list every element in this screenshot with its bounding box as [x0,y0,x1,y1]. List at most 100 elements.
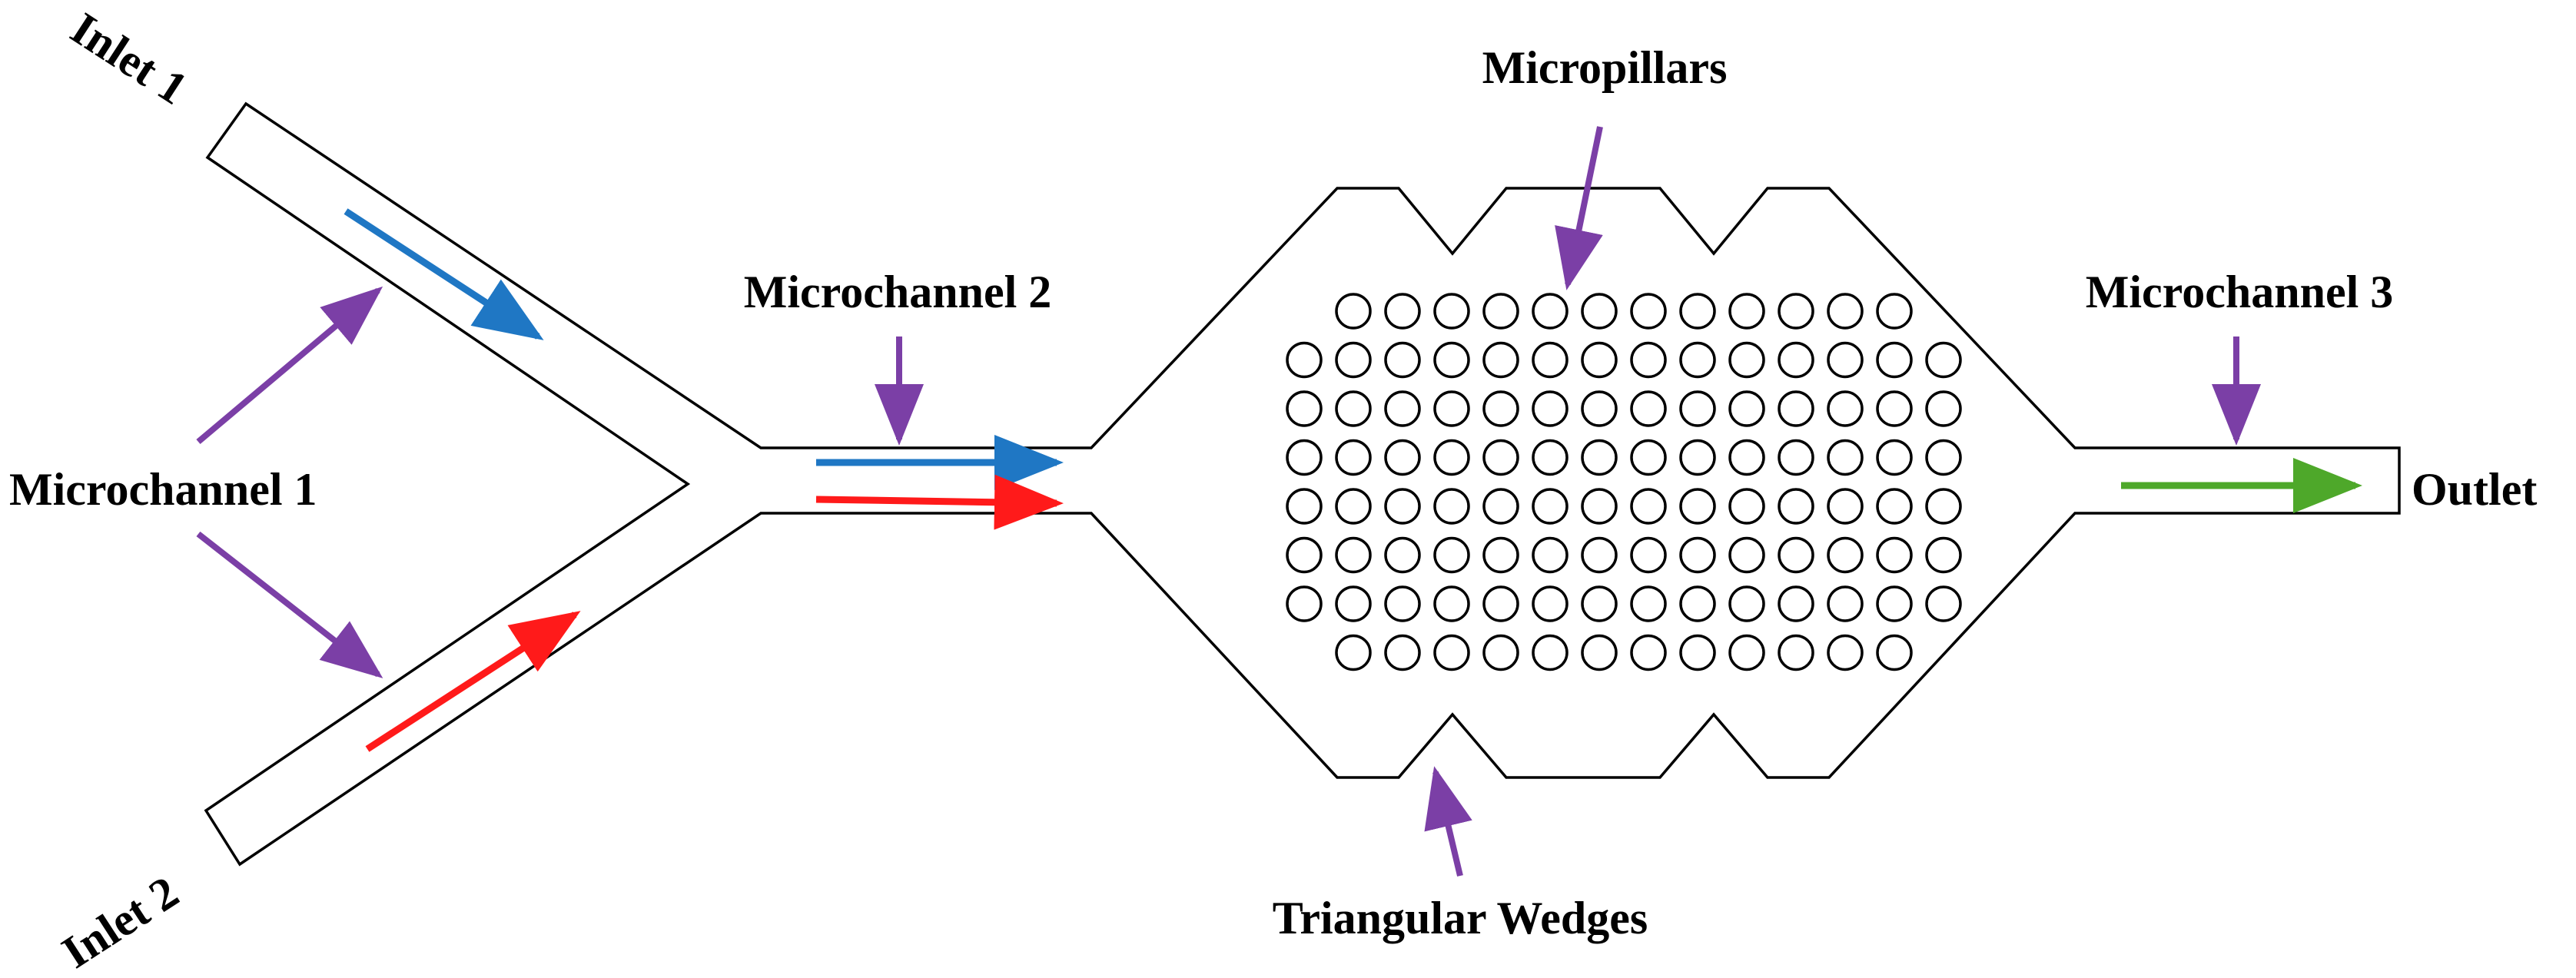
micropillar [1827,341,1864,379]
micropillar [1827,439,1864,476]
micropillar [1532,634,1569,671]
micropillar [1925,585,1962,622]
micropillar [1630,341,1667,379]
micropillar [1433,390,1470,427]
micropillar [1778,634,1814,671]
outlet-label: Outlet [2412,464,2537,515]
micropillar [1335,293,1372,330]
micropillar [1335,390,1372,427]
micropillar [1679,390,1716,427]
micropillar [1581,439,1618,476]
micropillar [1679,488,1716,525]
micropillar [1384,390,1421,427]
micropillar [1630,439,1667,476]
micropillar [1532,536,1569,574]
micropillar [1925,536,1962,574]
micropillar [1433,439,1470,476]
micropillar [1679,536,1716,574]
microchannel2-label: Microchannel 2 [744,267,1052,317]
micropillar [1286,439,1323,476]
micropillar [1630,390,1667,427]
micropillar [1876,634,1913,671]
micropillar [1532,341,1569,379]
micropillar [1335,488,1372,525]
micropillar [1286,585,1323,622]
micropillar [1827,536,1864,574]
micropillar [1433,488,1470,525]
micropillar [1876,293,1913,330]
micropillar [1876,488,1913,525]
inlet1-flow-arrow [344,208,544,340]
micropillar [1433,536,1470,574]
micropillar [1728,293,1765,330]
wedges-label: Triangular Wedges [1273,893,1648,943]
micropillar [1335,439,1372,476]
micropillar [1482,293,1519,330]
microchannel1-upper-pointer [196,286,383,445]
micropillar [1384,634,1421,671]
micropillar [1778,488,1814,525]
micropillar [1482,390,1519,427]
microchannel1-label: Microchannel 1 [9,464,317,515]
micropillar [1581,536,1618,574]
micropillar [1433,634,1470,671]
micropillar [1876,439,1913,476]
micropillar [1728,439,1765,476]
micropillar [1384,536,1421,574]
micropillar [1286,390,1323,427]
micropillar [1581,585,1618,622]
micropillar [1679,293,1716,330]
micropillar [1778,439,1814,476]
micropillar [1482,439,1519,476]
micropillar [1827,293,1864,330]
micropillar [1728,488,1765,525]
micropillar [1728,341,1765,379]
microchannel1-lower-pointer [196,531,383,678]
micropillar [1532,488,1569,525]
micropillar [1286,488,1323,525]
micropillar [1482,585,1519,622]
micropillar [1482,536,1519,574]
micropillar [1679,634,1716,671]
micropillar [1925,341,1962,379]
micropillar [1532,585,1569,622]
micropillar [1335,536,1372,574]
micropillar [1630,488,1667,525]
micropillar [1581,293,1618,330]
micropillar [1335,585,1372,622]
micropillar [1286,536,1323,574]
micropillar [1778,536,1814,574]
micropillar [1335,341,1372,379]
micropillar [1630,536,1667,574]
micropillar [1876,536,1913,574]
micropillar [1433,585,1470,622]
micropillar [1728,585,1765,622]
micropillar [1778,585,1814,622]
micropillar [1482,634,1519,671]
micropillar [1532,293,1569,330]
micropillar [1778,293,1814,330]
micropillar [1433,293,1470,330]
wedges-pointer [1424,766,1472,877]
inlet1-label: Inlet 1 [62,3,196,114]
micropillar [1778,390,1814,427]
micropillar [1384,585,1421,622]
micropillar [1778,341,1814,379]
micropillar [1925,488,1962,525]
micropillar [1679,439,1716,476]
micropillar [1876,341,1913,379]
micropillar [1728,390,1765,427]
channel-outline [204,101,2401,867]
micropillar [1728,634,1765,671]
inlet2-flow-arrow [365,611,581,752]
micropillar [1679,585,1716,622]
micropillar [1827,390,1864,427]
micropillar [1630,585,1667,622]
micropillar [1630,293,1667,330]
micropillar [1630,634,1667,671]
micropillar [1532,439,1569,476]
micropillar [1384,439,1421,476]
micropillar [1581,390,1618,427]
micropillar [1384,488,1421,525]
